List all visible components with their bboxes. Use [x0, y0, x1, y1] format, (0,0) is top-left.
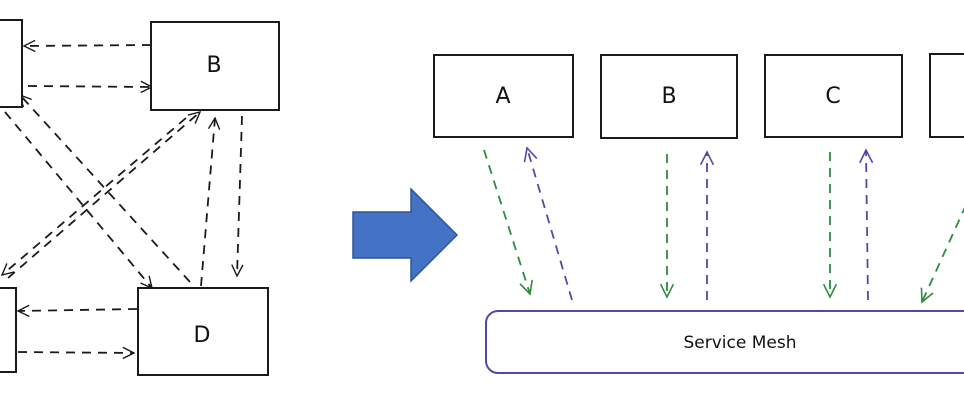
- service-mesh-label: Service Mesh: [684, 333, 797, 353]
- edge-c-to-b: [7, 112, 200, 279]
- edge-a-to-b: [27, 86, 152, 87]
- service-c-label: C: [825, 84, 840, 109]
- service-a-label: A: [495, 84, 510, 109]
- edge-a-to-d: [4, 111, 152, 288]
- node-d: D: [137, 287, 269, 376]
- response-arrow-c: [866, 150, 868, 301]
- service-mesh: Service Mesh: [485, 310, 964, 374]
- edge-b-to-a: [24, 45, 152, 46]
- edge-b-to-d: [237, 115, 242, 276]
- node-b-label: B: [206, 53, 221, 78]
- service-d: [929, 53, 964, 138]
- edge-c-to-d: [17, 352, 134, 353]
- after-diagram: A B C Service Mesh: [433, 53, 964, 374]
- edge-d-to-c: [18, 309, 138, 311]
- node-d-label: D: [194, 323, 211, 348]
- edge-d-to-b: [200, 118, 215, 287]
- service-b: B: [600, 54, 738, 139]
- node-b: B: [150, 21, 280, 111]
- response-arrow-a: [527, 148, 573, 301]
- node-c: [0, 287, 17, 373]
- service-c: C: [764, 54, 903, 138]
- edge-d-to-a: [20, 95, 191, 283]
- request-arrow-d: [922, 207, 964, 302]
- transition-arrow-icon: [352, 187, 459, 283]
- node-a: [0, 19, 23, 108]
- before-diagram: B D: [0, 19, 280, 376]
- service-b-label: B: [661, 84, 676, 109]
- service-a: A: [433, 54, 574, 138]
- edge-b-to-c: [2, 117, 187, 275]
- request-arrow-a: [483, 149, 530, 294]
